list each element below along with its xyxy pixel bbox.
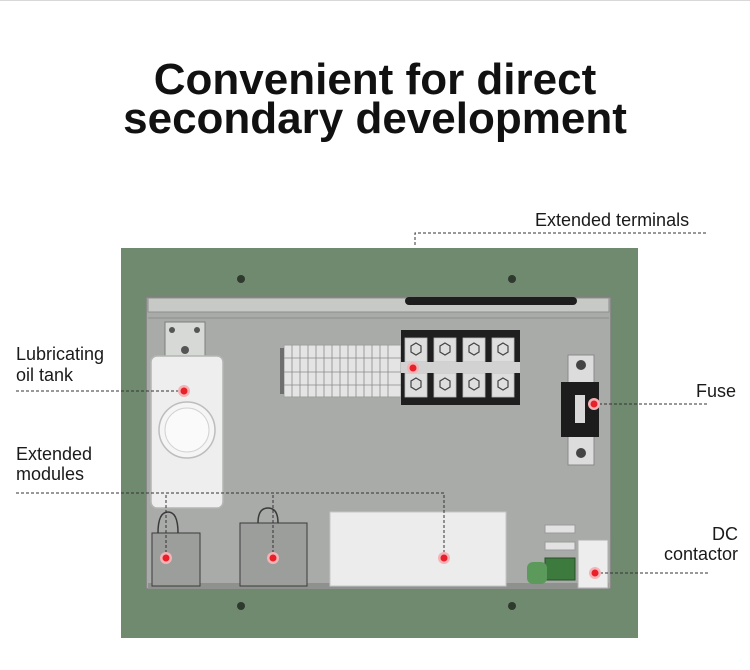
label-lubricating-oil-tank-line-2: oil tank <box>16 365 74 385</box>
leader-extended-terminals <box>414 232 706 247</box>
leader-lines <box>16 232 708 574</box>
screw <box>508 602 516 610</box>
top-divider <box>0 0 750 1</box>
terminal-slots <box>284 345 401 397</box>
module-cable <box>257 507 279 524</box>
label-lubricating-oil-tank-line-1: Lubricating <box>16 344 105 364</box>
screw <box>237 602 245 610</box>
page-title-line-1: Convenient for direct <box>153 55 597 104</box>
dc-contactor <box>577 539 609 589</box>
page-title-line-2: secondary development <box>123 94 627 143</box>
extended-module-2 <box>239 522 308 587</box>
leader-extended-modules <box>16 492 445 558</box>
label-extended-modules-line-2: modules <box>16 464 85 484</box>
label-extended-terminals: Extended terminals <box>535 210 690 230</box>
terminal-busbar <box>401 362 520 373</box>
label-fuse: Fuse <box>695 381 736 401</box>
label-dc-contactor-line-2: contactor <box>663 544 738 564</box>
label-extended-modules-line-1: Extended <box>16 444 93 464</box>
extended-module-3 <box>329 511 507 587</box>
small-terminal-block <box>283 344 402 398</box>
top-shadow <box>405 297 577 305</box>
label-dc-contactor-line-1: DC <box>712 524 738 544</box>
screw <box>508 275 516 283</box>
markers <box>160 362 601 579</box>
screw <box>237 275 245 283</box>
module-cable <box>157 511 179 534</box>
terminal-cells <box>404 337 515 398</box>
extended-module-1 <box>151 532 201 587</box>
